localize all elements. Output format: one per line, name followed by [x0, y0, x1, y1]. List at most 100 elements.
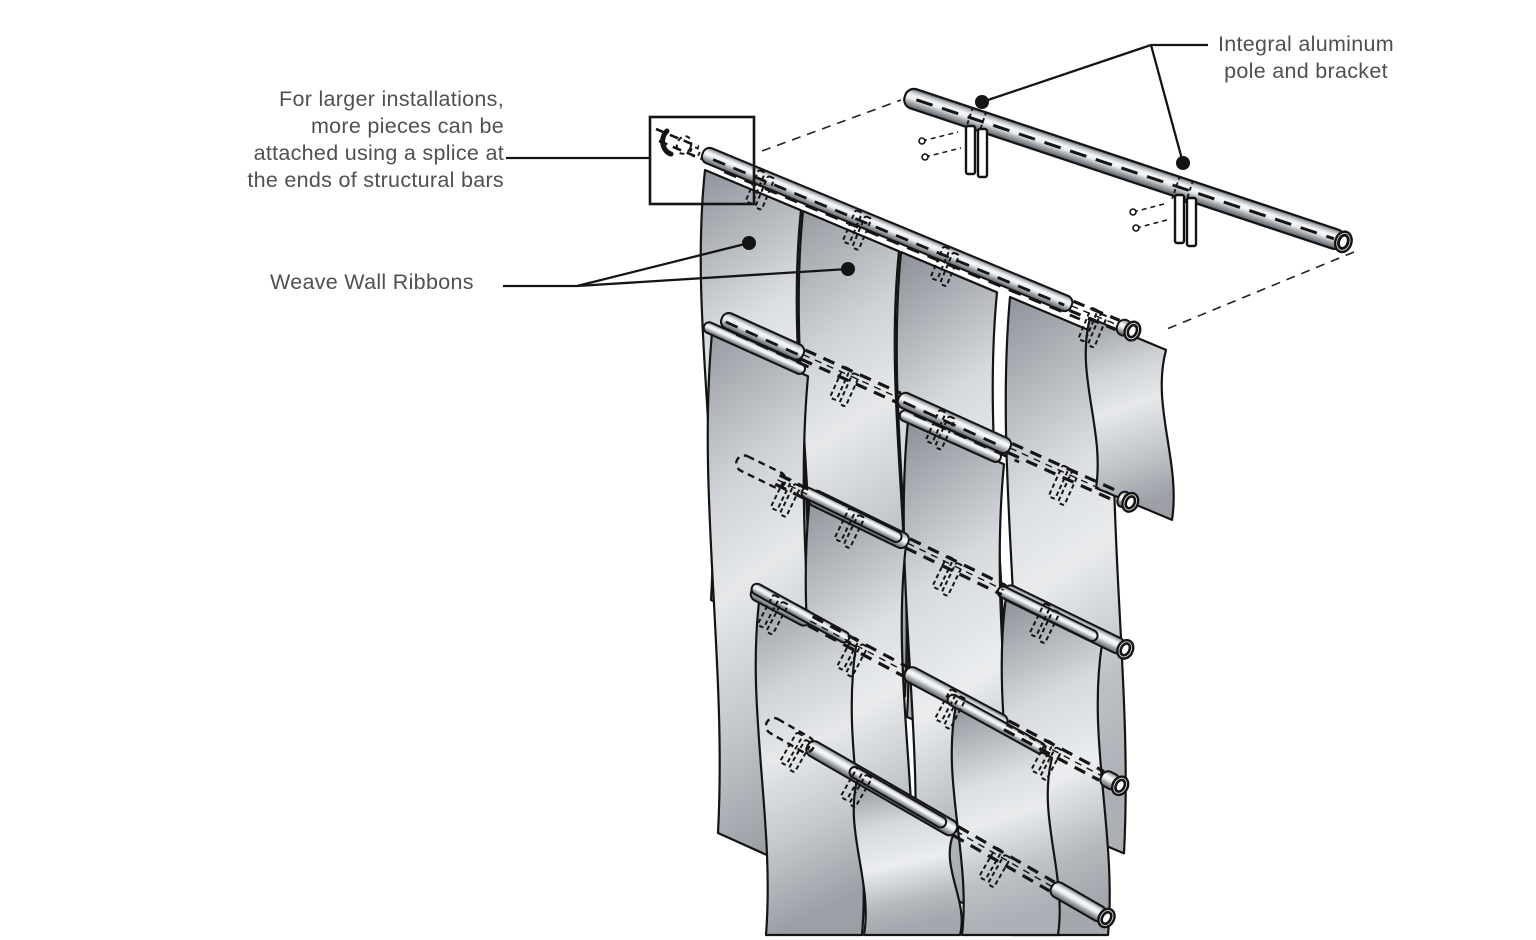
ribbon-hem — [750, 582, 851, 644]
bar-end-hole — [1124, 495, 1137, 510]
splice-note-line: attached using a splice at — [253, 141, 504, 165]
pole-bracket-prong — [1173, 193, 1186, 245]
bracket-clip-icon — [930, 245, 960, 287]
pole-bracket-tick — [977, 111, 988, 135]
clip-prong — [842, 209, 863, 245]
bracket-screw-guide — [1135, 218, 1172, 229]
bracket-clip-icon — [745, 169, 775, 211]
structural-bar-hidden — [712, 158, 1121, 349]
ribbon-hem-strip — [750, 582, 851, 644]
bracket-clip-icon — [932, 555, 963, 597]
ribbon-hems-layer — [702, 321, 1099, 829]
splice-note-line: For larger installations, — [279, 87, 504, 111]
structural-bar-hidden — [725, 320, 1122, 506]
weave-wall-ribbon — [1084, 316, 1175, 522]
structural-bar-hidden — [757, 594, 1105, 782]
bar-end-hole — [1119, 642, 1132, 657]
leader-line — [576, 241, 750, 288]
leader-dot — [841, 262, 855, 276]
bar-hidden-edge — [804, 348, 902, 395]
pole-label-line: pole and bracket — [1224, 59, 1388, 83]
bracket-clip-icon — [925, 409, 956, 451]
leader-line — [576, 267, 849, 288]
clip-prong — [745, 169, 766, 205]
bar-end-hole — [1126, 323, 1139, 339]
clip-prong — [1029, 602, 1051, 638]
clip-prong — [978, 847, 1003, 881]
detail-box-frame — [648, 115, 756, 206]
ribbons-label: Weave Wall Ribbons — [270, 269, 504, 296]
bar-running-dashes — [725, 320, 800, 357]
projection-guides — [761, 99, 1355, 332]
clip-prong — [930, 245, 951, 281]
bar-hidden-edge — [1068, 308, 1117, 332]
hidden-lines-layer — [712, 158, 1122, 893]
clip-prong — [779, 732, 804, 766]
pole-centerline — [915, 98, 1335, 241]
ribbons-layer — [699, 168, 1175, 937]
splice-pin — [660, 128, 674, 157]
bracket-screw-icon — [921, 153, 929, 161]
clip-prong — [843, 514, 865, 549]
bracket-clip-icon — [1030, 739, 1063, 781]
bracket-clip-icon — [779, 732, 812, 773]
structural-bar-hidden — [734, 454, 1060, 644]
clip-prong — [1087, 313, 1108, 349]
clip-prong — [1038, 609, 1060, 644]
splice-note-line: the ends of structural bars — [247, 168, 504, 192]
splice-note-line: more pieces can be — [310, 114, 504, 138]
clip-prong — [754, 175, 775, 211]
bar-running-dashes — [723, 170, 1081, 321]
aluminum-pole-assembly — [903, 87, 1353, 254]
pole-bracket-tick — [1171, 175, 1181, 199]
bracket-screw-guide — [921, 131, 959, 142]
bar-hidden-end-cap — [764, 716, 816, 754]
clip-prong — [1039, 746, 1063, 781]
pole-label-line: Integral aluminum — [1218, 32, 1394, 56]
bracket-clip-icon — [757, 594, 789, 636]
clip-prong — [1077, 307, 1099, 343]
bracket-clip-icon — [1048, 464, 1079, 506]
bar-hidden-edge — [1007, 719, 1105, 773]
bar-end-hole — [1114, 778, 1127, 793]
structural-bar-hidden — [764, 716, 1056, 893]
clip-prong — [845, 643, 869, 678]
splice-hole — [689, 146, 701, 158]
pole-bracket-prong — [976, 127, 989, 179]
leader-line — [1149, 44, 1185, 164]
ribbon-hem-strip — [848, 765, 948, 829]
clip-prong — [836, 636, 860, 671]
clip-prong — [829, 366, 851, 401]
bracket-clip-icon — [934, 688, 967, 730]
pole-end-hole — [1337, 233, 1350, 250]
bracket-clip-icon — [840, 767, 873, 808]
clip-prong — [851, 215, 872, 251]
bar-hidden-centerline — [1071, 305, 1118, 326]
bracket-screw-guide — [924, 147, 962, 158]
clip-prong — [934, 415, 956, 451]
aluminum-pole — [903, 87, 1353, 254]
bar-hidden-centerline — [1009, 447, 1119, 498]
bar-hidden-centerline — [802, 353, 900, 399]
bar-hidden-edge — [807, 623, 905, 678]
weave-wall-ribbon — [852, 775, 963, 937]
bracket-clip-icon — [1029, 602, 1060, 644]
bracket-screw-icon — [918, 137, 926, 145]
bar-hidden-edge — [811, 615, 909, 669]
clip-prong — [770, 476, 793, 511]
bracket-clip-icon — [770, 476, 802, 518]
clip-prong — [834, 507, 856, 543]
pole-bracket-prong — [1185, 196, 1198, 248]
clip-prong — [788, 739, 812, 773]
projection-dashed-line — [761, 99, 902, 152]
bracket-clip-icon — [1077, 307, 1108, 349]
ribbon-hem — [898, 409, 1003, 463]
clip-prong — [838, 372, 860, 408]
bar-hidden-centerline — [907, 542, 1005, 591]
clip-prong — [943, 695, 967, 730]
clip-prong — [840, 767, 864, 801]
bracket-screw-guide — [1132, 202, 1169, 213]
bar-hidden-centerline — [809, 620, 906, 673]
bracket-clip-icon — [978, 847, 1011, 888]
